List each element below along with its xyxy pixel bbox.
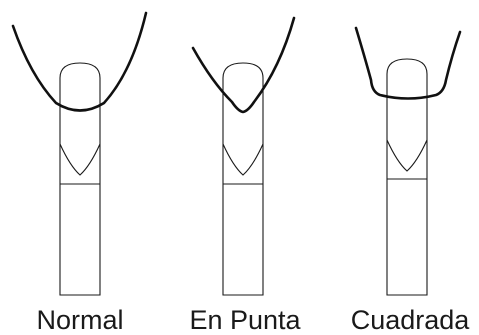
finger-cuadrada: [354, 26, 462, 296]
finger-cuadrada-cuticle: [386, 139, 428, 172]
caption-normal: Normal: [36, 305, 124, 335]
finger-en-punta-cuticle: [222, 143, 264, 176]
finger-cuadrada-outline: [386, 58, 428, 296]
caption-en-punta: En Punta: [189, 305, 301, 335]
nail-normal-curve: [11, 11, 148, 112]
nail-cuadrada-curve: [354, 26, 462, 100]
finger-en-punta: [191, 16, 296, 296]
finger-normal-cuticle: [59, 143, 101, 176]
caption-cuadrada: Cuadrada: [350, 305, 470, 335]
nail-en-punta-curve: [191, 16, 296, 114]
finger-normal-outline: [59, 62, 101, 296]
finger-en-punta-outline: [222, 62, 264, 296]
finger-normal: [11, 11, 148, 296]
